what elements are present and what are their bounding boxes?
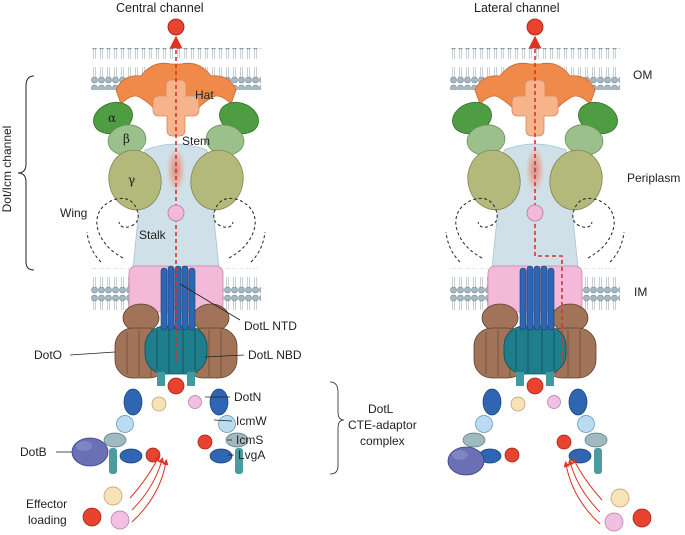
lateral-channel-complex (445, 18, 625, 475)
label-complex-line3: complex (360, 434, 405, 448)
dotb-protein-right (447, 446, 485, 476)
label-stalk: Stalk (139, 228, 166, 242)
label-om: OM (633, 68, 653, 82)
effector-pool-right (563, 457, 652, 532)
label-doto: DotO (34, 348, 63, 362)
label-gamma: γ (128, 173, 136, 187)
channel-brace (17, 75, 35, 271)
label-alpha: α (108, 111, 117, 125)
label-complex-line1: DotL (368, 402, 394, 416)
label-dot-icm-channel: Dot/Icm channel (0, 125, 14, 213)
label-effector-line1: Effector (26, 497, 68, 511)
title-central-channel: Central channel (116, 1, 204, 15)
label-stem: Stem (182, 134, 211, 148)
title-lateral-channel: Lateral channel (474, 1, 560, 15)
central-channel-complex (86, 18, 266, 475)
label-dotl-ntd: DotL NTD (244, 319, 297, 333)
label-periplasm: Periplasm (627, 171, 681, 185)
label-wing: Wing (60, 206, 88, 220)
label-icmw: IcmW (236, 414, 267, 428)
label-effector-line2: loading (28, 513, 67, 527)
label-beta: β (123, 132, 130, 146)
label-lvga: LvgA (238, 448, 266, 462)
label-hat: Hat (195, 88, 214, 102)
label-dotn: DotN (234, 390, 262, 404)
label-dotb: DotB (20, 445, 47, 459)
label-complex-line2: CTE-adaptor (348, 418, 417, 432)
label-dotl-nbd: DotL NBD (248, 348, 302, 362)
label-im: IM (634, 285, 648, 299)
effector-pool-left (82, 455, 169, 530)
leader-lines (56, 283, 345, 475)
dotb-protein (71, 437, 109, 467)
label-icms: IcmS (236, 433, 264, 447)
